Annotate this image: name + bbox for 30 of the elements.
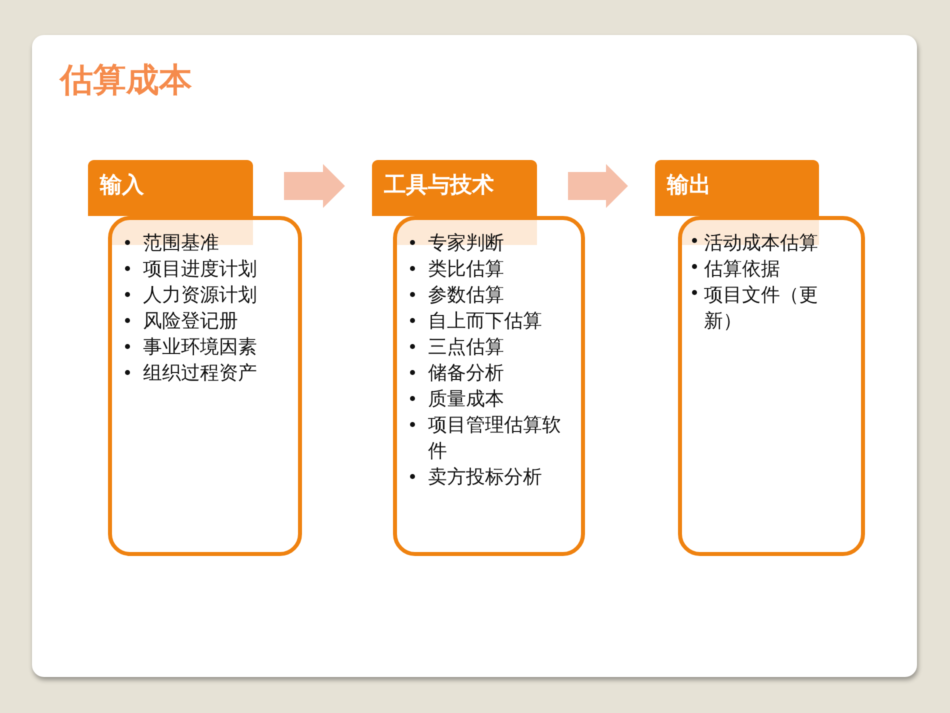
header-text: 输出 xyxy=(667,172,711,200)
bullet-item: 活动成本估算 xyxy=(692,230,851,256)
bullet-item: 估算依据 xyxy=(692,256,851,282)
list-box xyxy=(108,216,302,556)
header-text: 输入 xyxy=(100,172,144,200)
bullet-item: 质量成本 xyxy=(407,386,571,412)
bullet-item: 卖方投标分析 xyxy=(407,464,571,490)
header-box xyxy=(655,160,819,216)
block-arrow xyxy=(284,164,345,208)
bullet-item: 储备分析 xyxy=(407,360,571,386)
list-box xyxy=(678,216,865,556)
bullet-item: 组织过程资产 xyxy=(122,360,288,386)
bullet-item: 人力资源计划 xyxy=(122,282,288,308)
header-text: 工具与技术 xyxy=(384,172,494,200)
bullet-item: 项目文件（更新） xyxy=(692,282,851,334)
bullet-item: 项目管理估算软件 xyxy=(407,412,571,464)
bullet-item: 项目进度计划 xyxy=(122,256,288,282)
bullet-item: 专家判断 xyxy=(407,230,571,256)
bullet-item: 事业环境因素 xyxy=(122,334,288,360)
bullet-item: 类比估算 xyxy=(407,256,571,282)
header-box xyxy=(88,160,253,216)
header-box xyxy=(372,160,537,216)
bullet-item: 三点估算 xyxy=(407,334,571,360)
list-box xyxy=(393,216,585,556)
block-arrow xyxy=(568,164,628,208)
bullet-item: 自上而下估算 xyxy=(407,308,571,334)
bullet-item: 范围基准 xyxy=(122,230,288,256)
bullet-item: 参数估算 xyxy=(407,282,571,308)
slide-title: 估算成本 xyxy=(60,59,192,101)
bullet-item: 风险登记册 xyxy=(122,308,288,334)
